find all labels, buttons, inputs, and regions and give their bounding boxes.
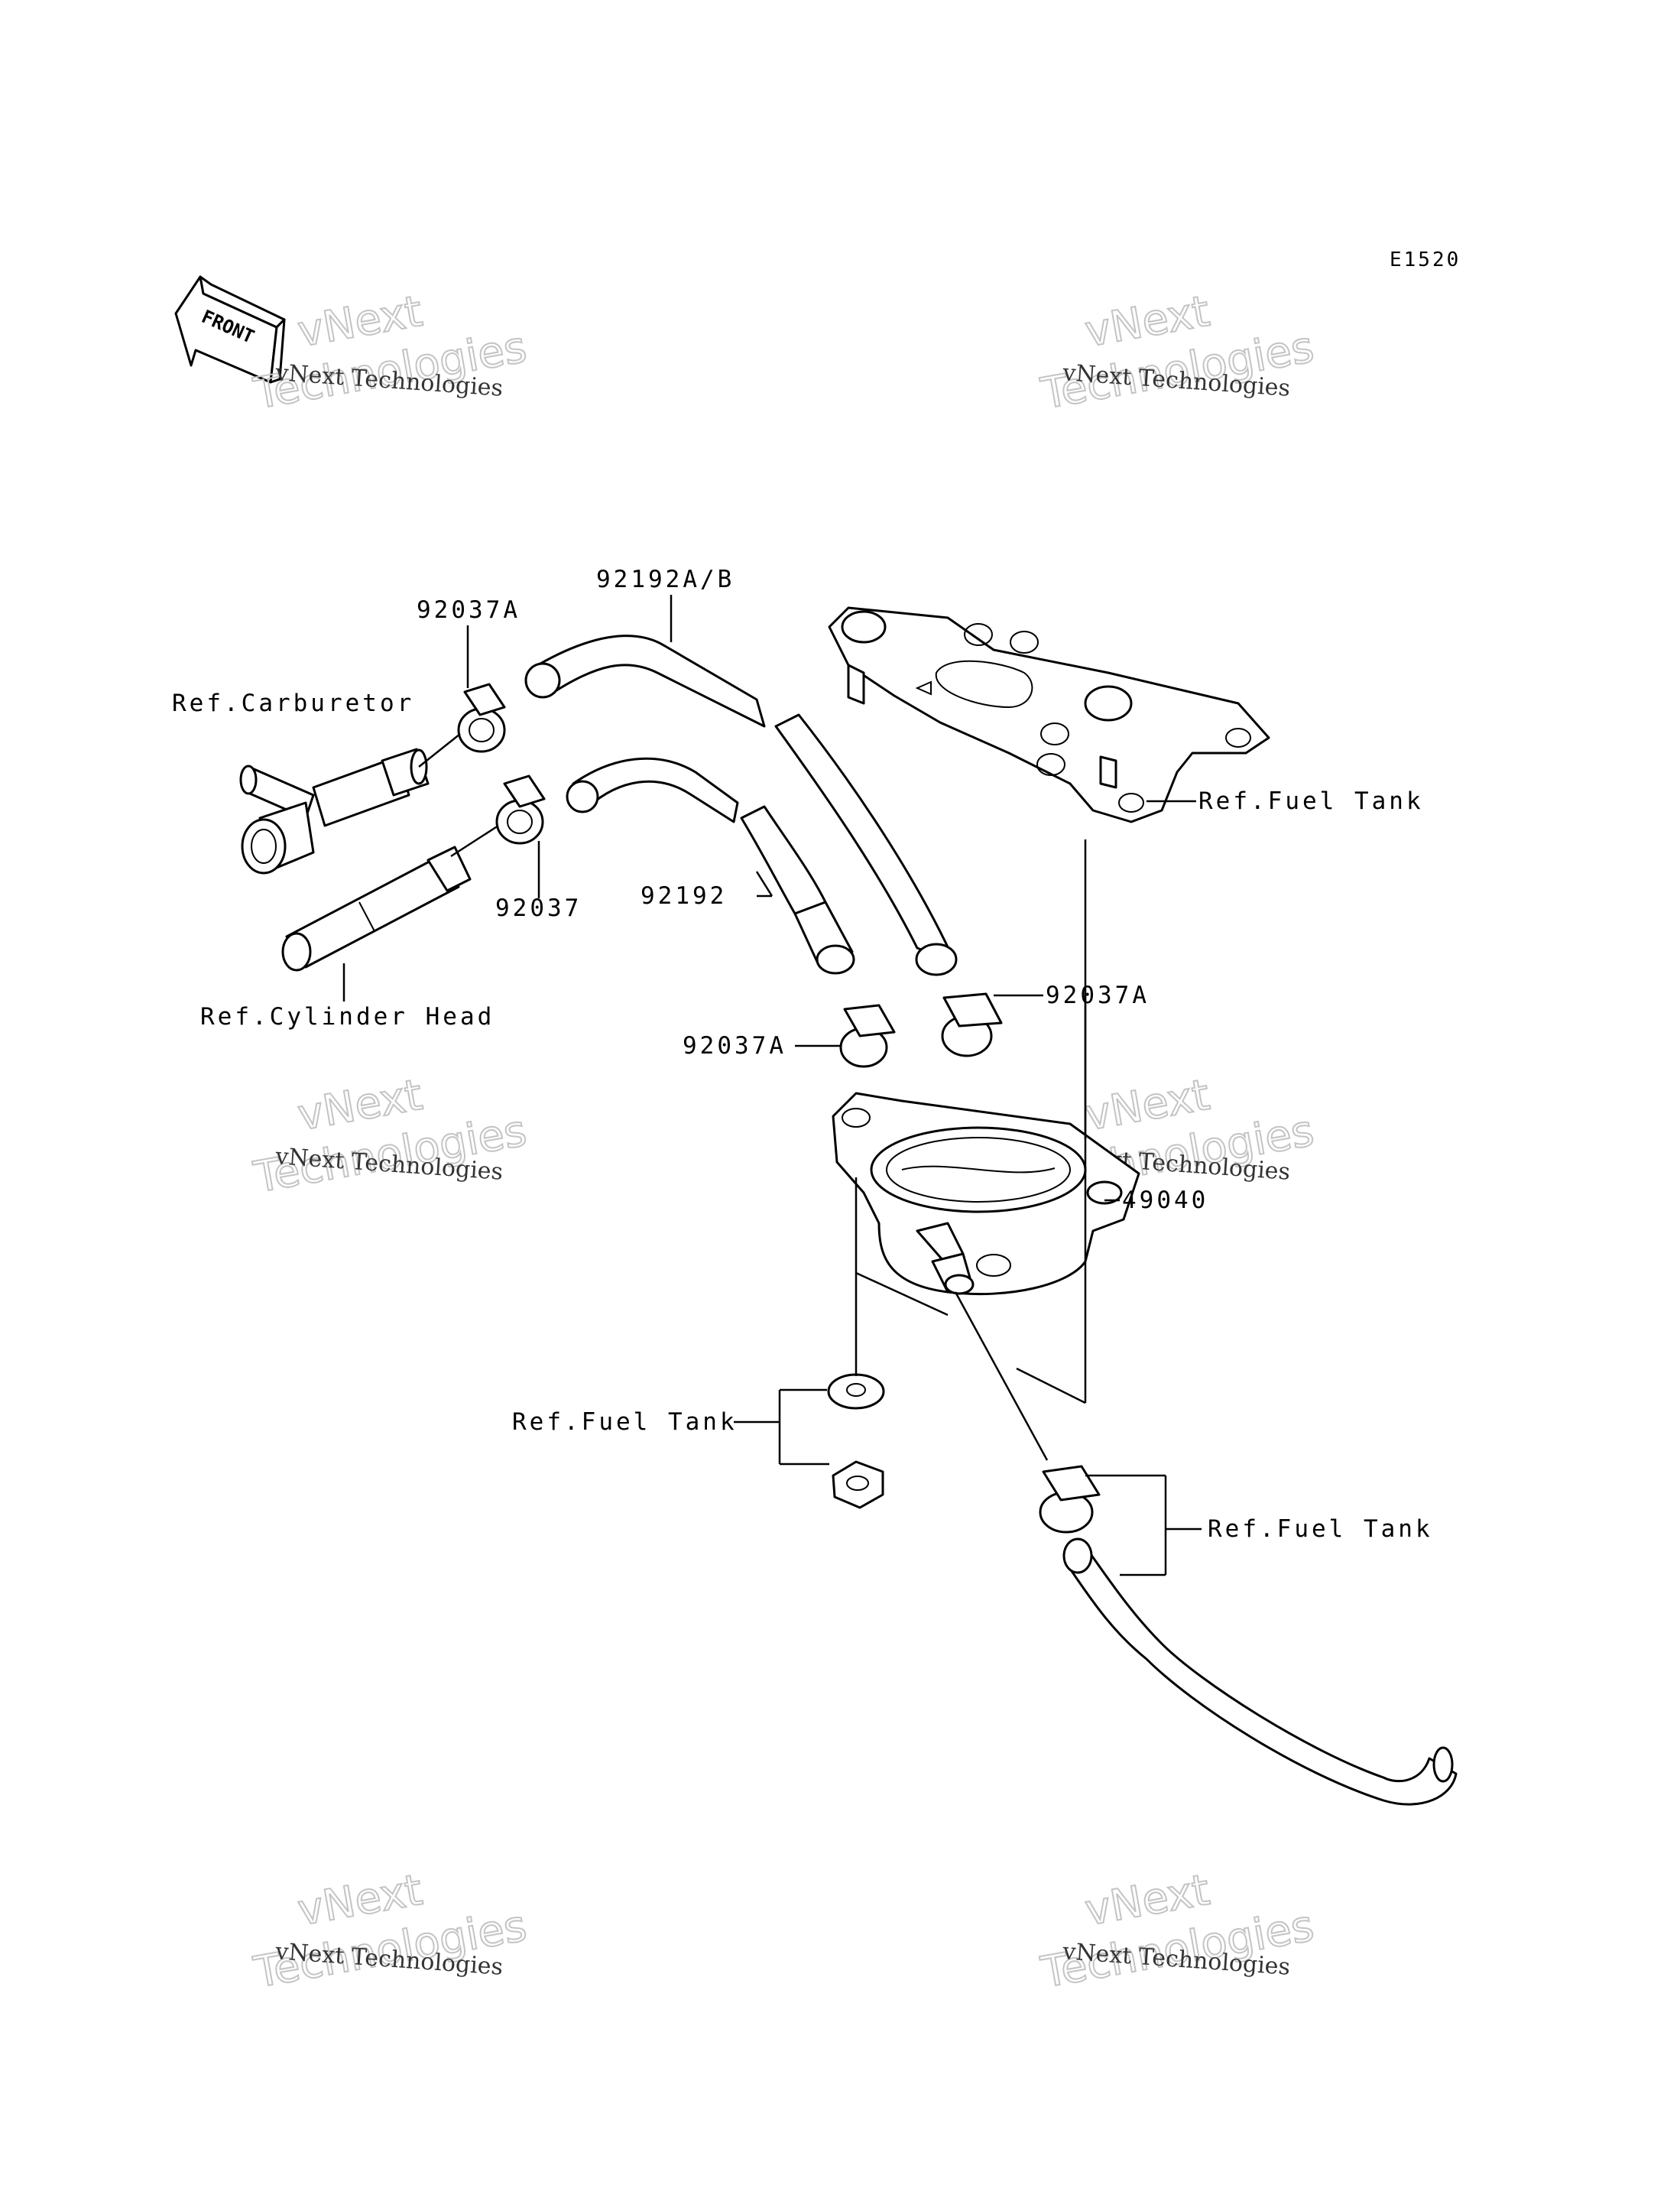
watermark-bottom-left: vNext Technologies vNext Technologies — [249, 1865, 531, 1999]
callout-92192ab: 92192A/B — [596, 566, 735, 593]
watermark-top-right: vNext Technologies vNext Technologies — [1036, 286, 1318, 420]
clamp-92037a-right — [941, 992, 1003, 1057]
nut — [832, 1460, 884, 1509]
leader-lines — [342, 595, 1202, 1576]
callout-92192: 92192 — [641, 882, 727, 910]
cylinder-head-pipe — [281, 846, 472, 972]
hose-92192ab — [524, 635, 958, 976]
callout-ref-cylinder-head: Ref.Cylinder Head — [200, 1003, 495, 1031]
callout-92037a-right: 92037A — [1046, 982, 1150, 1009]
fuel-cock-49040 — [832, 1092, 1140, 1296]
watermark-top-left: vNext Technologies vNext Technologies — [249, 286, 531, 420]
watermark-mid-left: vNext Technologies vNext Technologies — [249, 1070, 531, 1204]
clamp-92037a-top — [457, 683, 506, 753]
callout-92037a-top: 92037A — [417, 596, 521, 624]
callout-92037: 92037 — [495, 894, 582, 922]
fuel-tank-hose — [1062, 1537, 1458, 1806]
clamp-92037a-left — [839, 1004, 896, 1068]
clamp-92037 — [495, 774, 546, 845]
carburetor-fitting — [239, 748, 430, 875]
hose-92192 — [566, 757, 855, 975]
callout-ref-fuel-tank-nut: Ref.Fuel Tank — [512, 1408, 738, 1436]
callout-ref-fuel-tank-bracket: Ref.Fuel Tank — [1198, 787, 1424, 815]
watermark-bottom-right: vNext Technologies vNext Technologies — [1036, 1865, 1318, 1999]
callout-ref-fuel-tank-hose: Ref.Fuel Tank — [1208, 1515, 1433, 1543]
callout-49040: 49040 — [1122, 1187, 1208, 1214]
clamp-fuel-tank-hose — [1039, 1465, 1101, 1534]
front-arrow-icon: FRONT — [174, 275, 286, 384]
washer — [827, 1373, 885, 1410]
callout-92037a-left: 92037A — [683, 1032, 786, 1060]
fuel-tank-bracket — [828, 606, 1270, 823]
callout-ref-carburetor: Ref.Carburetor — [172, 690, 414, 717]
diagram-code: E1520 — [1390, 248, 1461, 271]
